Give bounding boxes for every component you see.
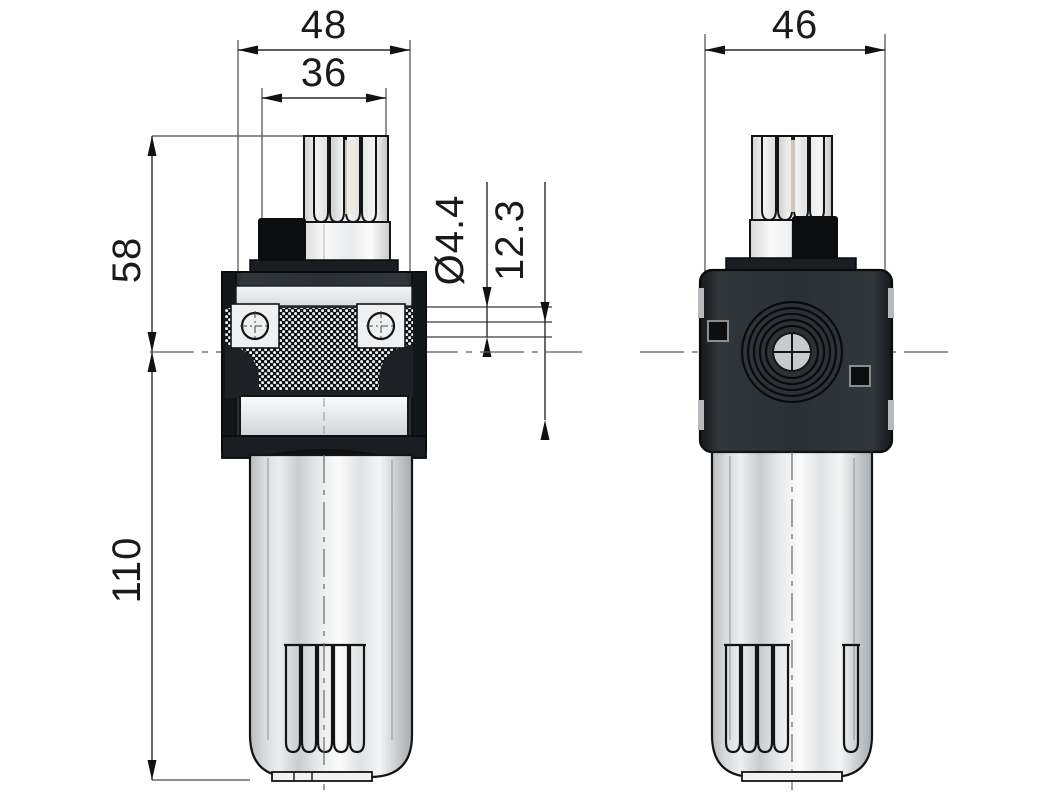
side-transparent-bowl	[710, 450, 874, 790]
dimension-46: 46	[705, 3, 885, 55]
dimension-12-3-label: 12.3	[488, 199, 532, 281]
side-left-notch	[698, 288, 704, 318]
bowl-drain	[271, 771, 373, 782]
center-port	[740, 300, 844, 404]
side-left-notch-lower	[698, 400, 704, 430]
front-view: 48 36 58 110 Ø4.4	[105, 3, 582, 790]
dimension-48-label: 48	[301, 3, 348, 47]
side-black-block	[258, 218, 306, 264]
side-right-notch	[888, 288, 894, 318]
dimension-36: 36	[262, 51, 386, 103]
square-marker-left	[707, 320, 729, 342]
side-black-block-right	[792, 216, 838, 262]
knurled-adjustment-knob	[303, 135, 389, 225]
mounting-hole-right	[356, 303, 406, 349]
upper-light-strip	[235, 285, 413, 307]
dimension-48: 48	[238, 3, 410, 55]
dimension-110-label: 110	[105, 537, 149, 604]
side-extension-lines	[704, 34, 886, 288]
bowl-guard-ribs	[284, 643, 366, 754]
dimension-58-label: 58	[105, 237, 149, 284]
knob-collar	[301, 221, 391, 265]
square-marker-right	[849, 365, 871, 387]
center-port-hub	[772, 332, 812, 372]
sight-window	[239, 395, 409, 437]
side-bowl-drain	[741, 771, 843, 782]
transparent-bowl	[248, 453, 414, 790]
side-right-notch-lower	[888, 400, 894, 430]
dimension-36-label: 36	[301, 51, 348, 95]
dimension-diameter-label: Ø4.4	[428, 195, 472, 286]
dimension-vertical-line: 58 110	[105, 136, 157, 780]
dimension-46-label: 46	[772, 3, 819, 47]
side-bowl-guard-ribs	[724, 643, 860, 754]
dimension-12-3: 12.3	[488, 182, 550, 440]
side-knurled-adjustment-knob	[751, 135, 833, 223]
mounting-hole-left	[230, 303, 280, 349]
side-view: 46	[640, 3, 950, 790]
